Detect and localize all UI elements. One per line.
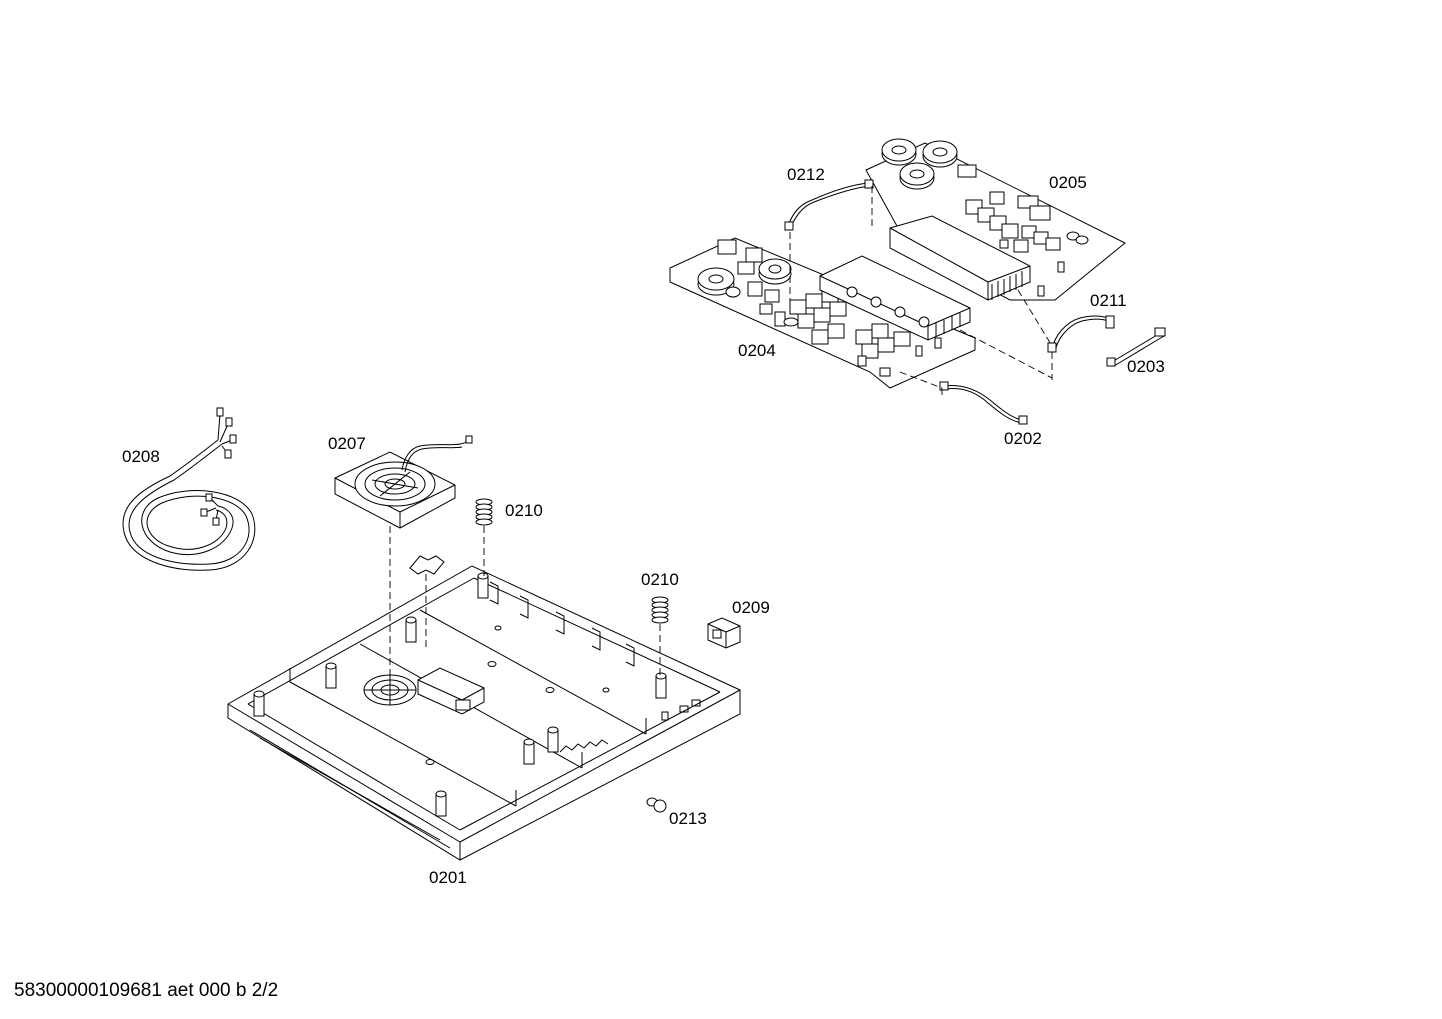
label-0203: 0203 xyxy=(1127,357,1165,376)
label-0205: 0205 xyxy=(1049,173,1087,192)
label-0201: 0201 xyxy=(429,868,467,887)
label-0204: 0204 xyxy=(738,341,776,360)
label-0210-upper: 0210 xyxy=(505,501,543,520)
label-0202: 0202 xyxy=(1004,429,1042,448)
label-0209: 0209 xyxy=(732,598,770,617)
clip-0209 xyxy=(707,617,741,649)
label-0208: 0208 xyxy=(122,447,160,466)
assembly-lines-lower xyxy=(389,526,661,676)
label-0213: 0213 xyxy=(669,809,707,828)
toroid-coils-0205 xyxy=(881,138,958,190)
toroid-coils-0204 xyxy=(697,258,792,296)
label-0207: 0207 xyxy=(328,434,366,453)
assembly-lines-upper xyxy=(789,186,1053,396)
label-0210-lower: 0210 xyxy=(641,570,679,589)
mounting-posts xyxy=(253,572,667,817)
bottom-housing-0201 xyxy=(227,565,741,861)
cable-0211 xyxy=(1047,315,1115,353)
screw-0213 xyxy=(646,797,667,813)
cable-0202 xyxy=(939,381,1028,425)
cable-0203 xyxy=(1106,327,1166,367)
label-0212: 0212 xyxy=(787,165,825,184)
circuit-board-0205 xyxy=(865,138,1126,301)
spring-0210-left xyxy=(475,498,493,526)
bracket-clip xyxy=(409,555,445,575)
spring-0210-right xyxy=(651,596,669,624)
circuit-board-0204 xyxy=(669,237,976,389)
components-0205 xyxy=(957,164,1089,297)
fan-0207 xyxy=(334,435,473,529)
document-id-footer: 58300000109681 aet 000 b 2/2 xyxy=(14,980,279,1001)
heatsink-0205 xyxy=(889,215,1031,301)
heatsink-0204 xyxy=(819,255,971,341)
label-0211: 0211 xyxy=(1090,291,1127,310)
cable-0212 xyxy=(784,179,874,231)
components-0204 xyxy=(717,239,942,377)
cable-harness-0208 xyxy=(122,407,256,571)
